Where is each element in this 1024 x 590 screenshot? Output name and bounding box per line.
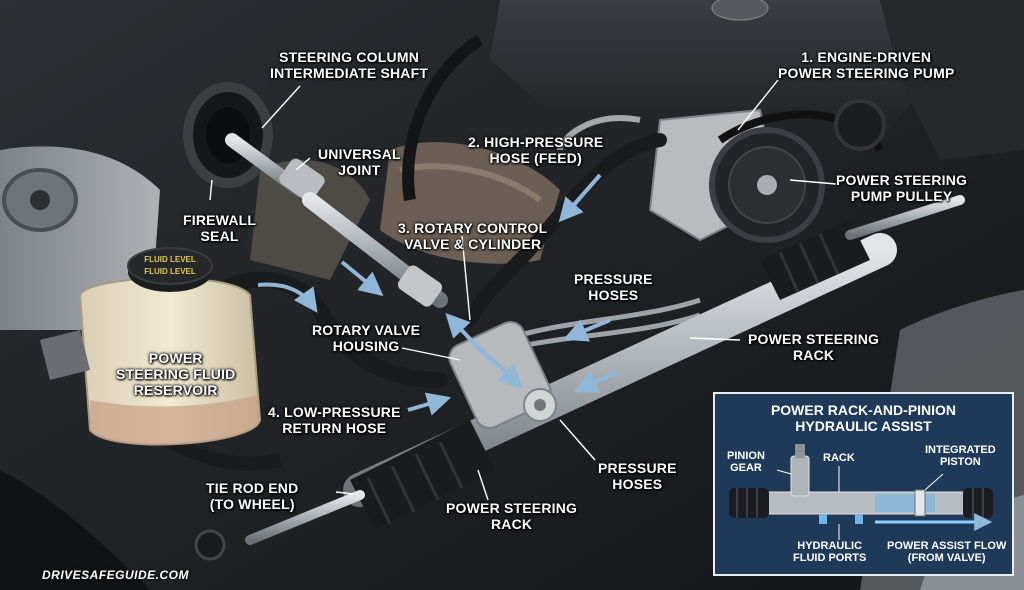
exhaust-manifold [380,142,560,264]
flow-arrow-return [407,392,452,416]
inset-port-2 [855,514,863,524]
inset-label-assist-flow: POWER ASSIST FLOW (FROM VALVE) [887,540,1007,564]
label-pump-pulley: POWER STEERING PUMP PULLEY [836,172,968,204]
inset-piston [914,489,926,517]
label-rack-right: POWER STEERING RACK [748,331,880,363]
label-pump: 1. ENGINE-DRIVEN POWER STEERING PUMP [778,49,955,81]
flow-arrow-valve-down [480,348,523,389]
flow-arrow-high-pressure [558,173,602,223]
label-rotary-control-valve: 3. ROTARY CONTROL VALVE & CYLINDER [398,220,548,252]
rack-pinion-inset: POWER RACK-AND-PINION HYDRAULIC ASSIST [713,392,1014,576]
inset-cutaway-illustration [729,444,993,540]
label-pressure-hoses-bottom: PRESSURE HOSES [598,460,677,492]
site-watermark: DRIVESAFEGUIDE.COM [42,568,190,582]
inset-label-pinion-gear: PINION GEAR [727,450,765,474]
label-high-pressure-hose: 2. HIGH-PRESSURE HOSE (FEED) [468,134,604,166]
flow-arrow-pressure-right [573,370,619,394]
inset-label-integrated-piston: INTEGRATED PISTON [925,444,996,468]
inset-title: POWER RACK-AND-PINION HYDRAULIC ASSIST [770,402,957,434]
label-pressure-hoses-top: PRESSURE HOSES [574,271,653,303]
label-steering-column: STEERING COLUMN INTERMEDIATE SHAFT [270,49,429,81]
tie-rod [245,490,365,545]
flow-arrows [257,173,619,416]
return-hose-path [212,271,448,388]
label-firewall-seal: FIREWALL SEAL [183,212,257,244]
label-universal-joint: UNIVERSAL JOINT [318,146,401,178]
reservoir-cap-text-1: FLUID LEVEL [144,255,196,264]
inset-port-1 [819,514,827,524]
inset-pinion-gear [790,455,810,497]
leader-lines [209,79,837,501]
inset-label-rack: RACK [823,452,855,464]
flow-arrow-pressure-left [563,318,611,342]
reservoir-cap-text-2: FLUID LEVEL [144,267,196,276]
label-rack-bottom: POWER STEERING RACK [446,500,578,532]
universal-joint-part [279,158,325,202]
label-rotary-valve-housing: ROTARY VALVE HOUSING [312,322,421,354]
flow-arrow-shaft [340,260,384,297]
engine-cover [490,0,930,140]
label-return-hose: 4. LOW-PRESSURE RETURN HOSE [268,404,401,436]
high-pressure-hose-path [463,133,667,327]
inset-label-hydraulic-ports: HYDRAULIC FLUID PORTS [793,540,867,564]
label-reservoir: POWER STEERING FLUID RESERVOIR [116,350,236,398]
inset-rack-tube [754,491,976,515]
label-tie-rod-end: TIE ROD END (TO WHEEL) [206,480,299,512]
flow-arrow-return-loop [257,282,318,313]
rack-boot-right [760,220,870,300]
rack-boot-left [350,420,495,530]
